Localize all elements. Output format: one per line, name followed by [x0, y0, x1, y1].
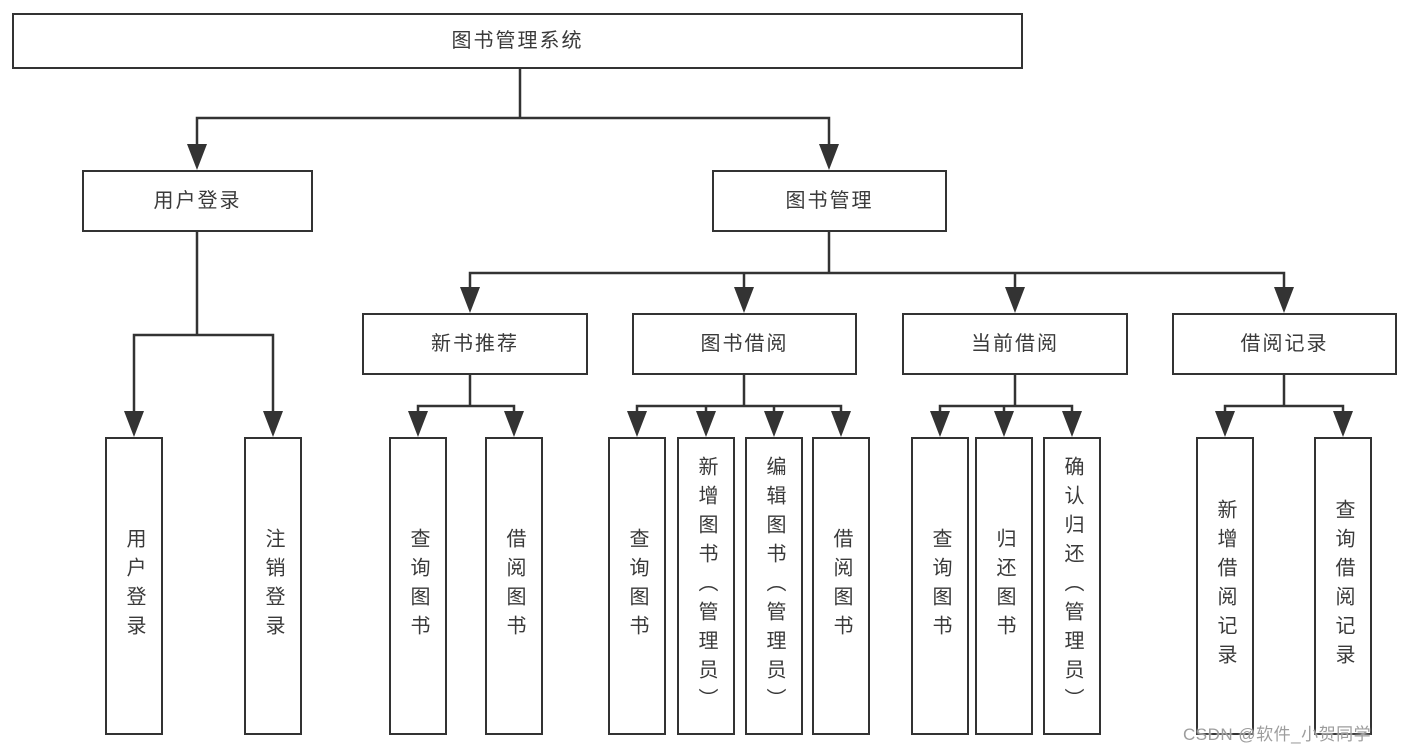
node-label: 新书推荐 [431, 333, 519, 355]
node-leaf-query-books-recommend: 查询图书 [389, 437, 447, 735]
csdn-watermark: CSDN @软件_小贺同学 [1183, 725, 1372, 744]
node-label: 借阅图书 [830, 528, 852, 644]
node-leaf-query-borrow-record: 查询借阅记录 [1314, 437, 1372, 735]
node-label: 借阅记录 [1240, 333, 1329, 355]
node-book-borrowing: 图书借阅 [632, 313, 857, 375]
node-leaf-logout: 注销登录 [244, 437, 302, 735]
node-label: 当前借阅 [971, 333, 1059, 355]
node-label: 查询图书 [626, 528, 648, 644]
node-library-management-system: 图书管理系统 [12, 13, 1023, 69]
node-current-borrowing: 当前借阅 [902, 313, 1128, 375]
node-leaf-add-borrow-record: 新增借阅记录 [1196, 437, 1254, 735]
node-label: 用户登录 [153, 190, 242, 212]
node-label: 归还图书 [993, 528, 1015, 644]
node-leaf-user-login: 用户登录 [105, 437, 163, 735]
node-label: 图书管理系统 [451, 30, 584, 52]
node-leaf-return-books: 归还图书 [975, 437, 1033, 735]
node-leaf-borrow-books-recommend: 借阅图书 [485, 437, 543, 735]
node-label: 借阅图书 [503, 528, 525, 644]
node-leaf-query-books-current: 查询图书 [911, 437, 969, 735]
node-new-book-recommendation: 新书推荐 [362, 313, 588, 375]
node-label: 新增图书（管理员） [695, 455, 717, 717]
node-label: 图书借阅 [700, 333, 789, 355]
node-label: 用户登录 [123, 528, 145, 644]
node-label: 注销登录 [262, 528, 284, 644]
node-leaf-query-books-borrow: 查询图书 [608, 437, 666, 735]
node-leaf-add-books-admin: 新增图书（管理员） [677, 437, 735, 735]
node-label: 编辑图书（管理员） [763, 455, 785, 717]
node-leaf-borrow-books: 借阅图书 [812, 437, 870, 735]
node-label: 新增借阅记录 [1214, 499, 1236, 673]
node-borrowing-records: 借阅记录 [1172, 313, 1397, 375]
node-leaf-edit-books-admin: 编辑图书（管理员） [745, 437, 803, 735]
node-label: 查询借阅记录 [1332, 499, 1354, 673]
node-label: 确认归还（管理员） [1061, 455, 1083, 717]
node-book-management-group: 图书管理 [712, 170, 947, 232]
node-user-login-group: 用户登录 [82, 170, 313, 232]
node-label: 图书管理 [785, 190, 874, 212]
node-leaf-confirm-return-admin: 确认归还（管理员） [1043, 437, 1101, 735]
node-label: 查询图书 [929, 528, 951, 644]
node-label: 查询图书 [407, 528, 429, 644]
